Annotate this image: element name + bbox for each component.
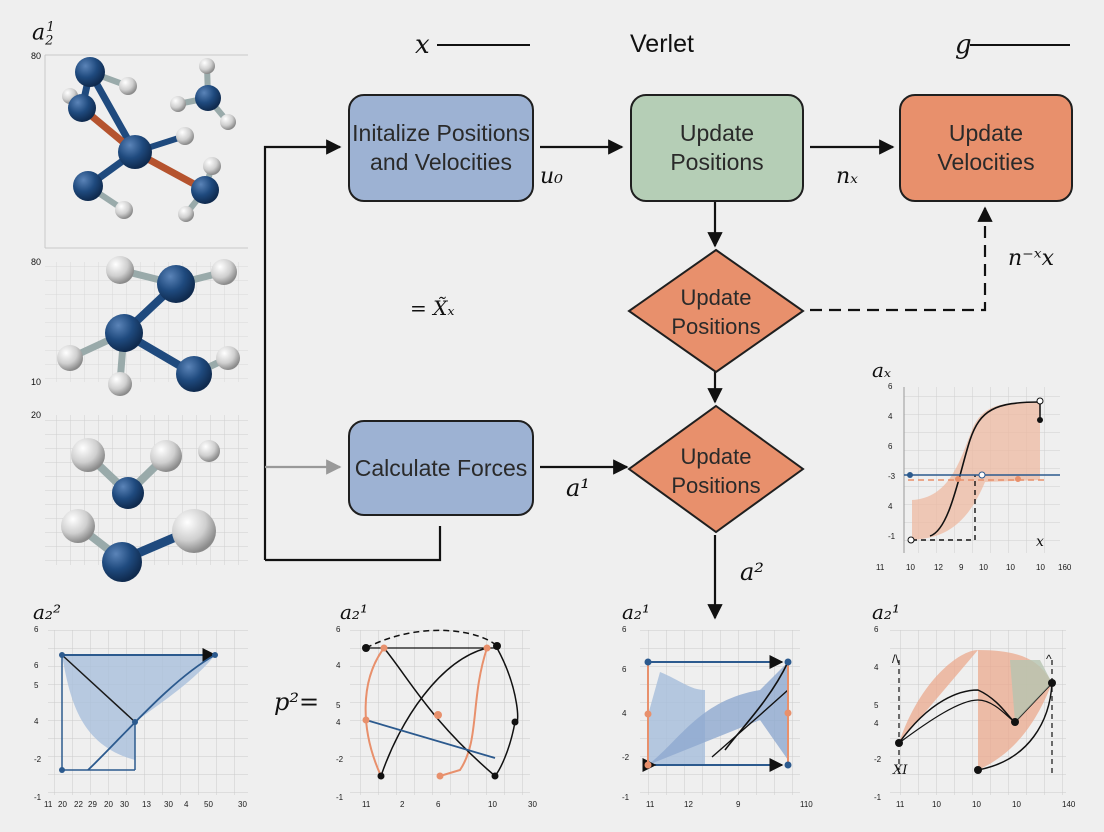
bottom-plot-1 [48,630,248,795]
panel3-tick: 20 [31,410,42,420]
panel2-tick-bottom: 10 [31,377,42,387]
right-plot-yticks: 6 4 6 -3 4 -1 [888,382,896,541]
panel2-tick-top: 80 [31,257,42,267]
bottom-plot-2-yticks: 6 4 5 4 -2 -1 [336,625,344,802]
bottom-plot-3-yticks: 6 6 4 -2 -1 [622,625,630,802]
bottom-plot-4-symbol-left: /\ [892,652,899,666]
bottom-plot-3-title: a₂¹ [622,600,650,624]
bottom-plot-3 [640,630,800,795]
bottom-plot-2 [350,629,530,795]
initialize-box: Initalize Positions and Velocities [348,94,534,202]
label-nx: nₓ [836,164,858,189]
panel1-tick: 80 [31,51,42,61]
label-p2: p²= [274,688,320,716]
calculate-forces-box: Calculate Forces [348,420,534,516]
bottom-plot-4-title: a₂¹ [872,600,900,624]
right-plot-title: aₓ [872,358,892,382]
bottom-plot-3-xticks: 11 12 9 110 [646,800,813,809]
diamond-1-shape [627,248,805,374]
diamond-1-label: Update Positions [671,285,761,339]
bottom-plot-4-xticks: 11 10 10 10 140 [896,800,1076,809]
diamond-2-label: Update Positions [671,444,761,498]
bottom-plot-1-yticks: 6 6 5 4 -2 -1 [34,625,42,802]
label-a1: a¹ [566,474,590,502]
right-plot-xticks: 11 10 12 9 10 10 10 160 [876,563,1072,572]
bottom-plot-1-title: a₂² [33,600,61,624]
molecule-panel-1 [44,54,248,249]
flow-connectors [263,139,993,620]
diamond-2-shape [627,404,805,534]
bottom-plot-4-yticks: 6 4 5 4 -2 -1 [874,625,882,802]
bottom-plot-4-symbol-right: ^ [1046,652,1052,666]
update-positions-box: Update Positions [630,94,804,202]
top-right-var: g [955,30,972,60]
molecule-panel-2 [45,256,248,396]
label-middle-eq: = X̃ₓ [410,296,455,320]
corner-label: a21 [32,20,55,49]
bottom-plot-4 [890,630,1066,795]
right-plot [903,387,1060,553]
bottom-plot-4-xlabel: XI [893,763,908,778]
right-plot-xlabel: x [1036,534,1044,550]
molecule-panel-3 [45,415,248,582]
label-n-x: n⁻ˣx [1008,246,1054,271]
diagram-title: Verlet [630,30,694,58]
bottom-plot-2-xticks: 11 2 6 10 30 [362,800,537,809]
label-a2: a² [740,558,764,586]
label-u0: u₀ [540,164,563,189]
update-velocities-box: Update Velocities [899,94,1073,202]
bottom-plot-2-title: a₂¹ [340,600,368,624]
top-left-var: x [415,30,430,60]
bottom-plot-1-xticks: 11 20 22 29 20 30 13 30 4 50 30 [44,800,247,809]
